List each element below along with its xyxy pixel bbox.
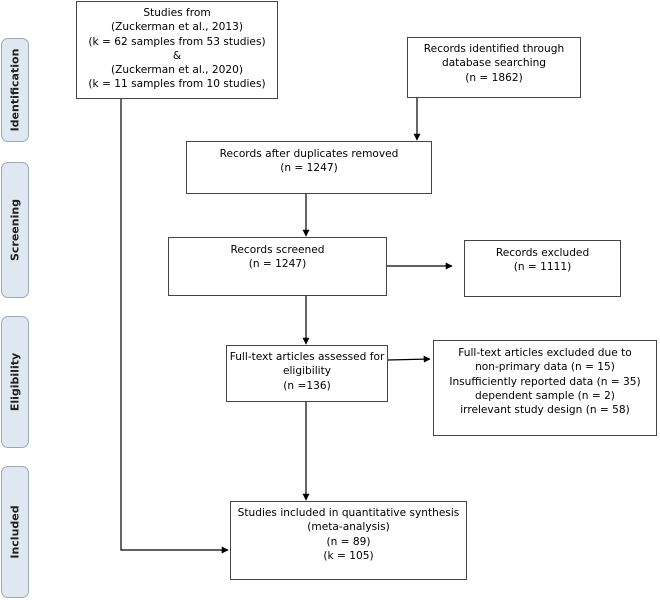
box-line: (n = 1111) [513, 261, 572, 274]
box-line: (meta-analysis) [307, 521, 390, 534]
box-line: & [172, 49, 182, 62]
arrow-fulltext-to-fulltext-excluded [387, 355, 431, 363]
box-line: (Zuckerman et al., 2013) [111, 21, 243, 34]
box-line: Records after duplicates removed [219, 148, 399, 160]
box-records-excluded: Records excluded (n = 1111) [464, 240, 621, 297]
box-line: (n = 1247) [280, 162, 338, 175]
phase-eligibility-label: Eligibility [8, 352, 22, 412]
box-fulltext-excluded: Full-text articles excluded due to non-p… [433, 340, 657, 436]
box-line: Records screened [230, 244, 325, 256]
box-line: (n = 89) [326, 535, 371, 548]
box-duplicates-removed: Records after duplicates removed (n = 12… [186, 141, 432, 194]
box-line: Insufficiently reported data (n = 35) [449, 375, 641, 388]
phase-included: Included [1, 466, 29, 598]
box-line: Records excluded [495, 247, 590, 259]
box-line: Studies from [143, 7, 211, 19]
box-included-studies: Studies included in quantitative synthes… [230, 501, 467, 580]
phase-screening: Screening [1, 162, 29, 298]
box-line: Studies included in quantitative synthes… [237, 507, 460, 519]
arrow-prior-studies-to-included [120, 98, 229, 554]
box-records-screened: Records screened (n = 1247) [168, 237, 387, 296]
box-line: Records identified through [423, 43, 565, 55]
box-line: Full-text articles excluded due to [458, 347, 632, 359]
box-line: (Zuckerman et al., 2020) [111, 64, 243, 77]
box-line: (k = 11 samples from 10 studies) [88, 78, 266, 91]
box-line: (n = 1247) [248, 258, 307, 271]
box-database-records: Records identified through database sear… [407, 37, 581, 98]
phase-screening-label: Screening [8, 198, 22, 262]
phase-identification: Identification [1, 38, 29, 142]
phase-identification-label: Identification [8, 48, 22, 132]
box-fulltext-assessed: Full-text articles assessed for eligibil… [226, 345, 388, 402]
box-line: dependent sample (n = 2) [475, 389, 615, 402]
box-line: non-primary data (n = 15) [475, 361, 615, 374]
box-line: (n =136) [283, 379, 331, 392]
box-line: (k = 105) [323, 549, 374, 562]
box-line: (n = 1862) [465, 71, 523, 84]
box-line: Full-text articles assessed for [229, 351, 385, 363]
box-line: database searching [441, 57, 547, 70]
box-prior-studies: Studies from (Zuckerman et al., 2013) (k… [76, 1, 278, 99]
box-line: eligibility [282, 365, 332, 378]
box-line: (k = 62 samples from 53 studies) [88, 35, 266, 48]
phase-included-label: Included [8, 505, 22, 559]
box-line: irrelevant study design (n = 58) [460, 404, 630, 417]
phase-eligibility: Eligibility [1, 316, 29, 448]
